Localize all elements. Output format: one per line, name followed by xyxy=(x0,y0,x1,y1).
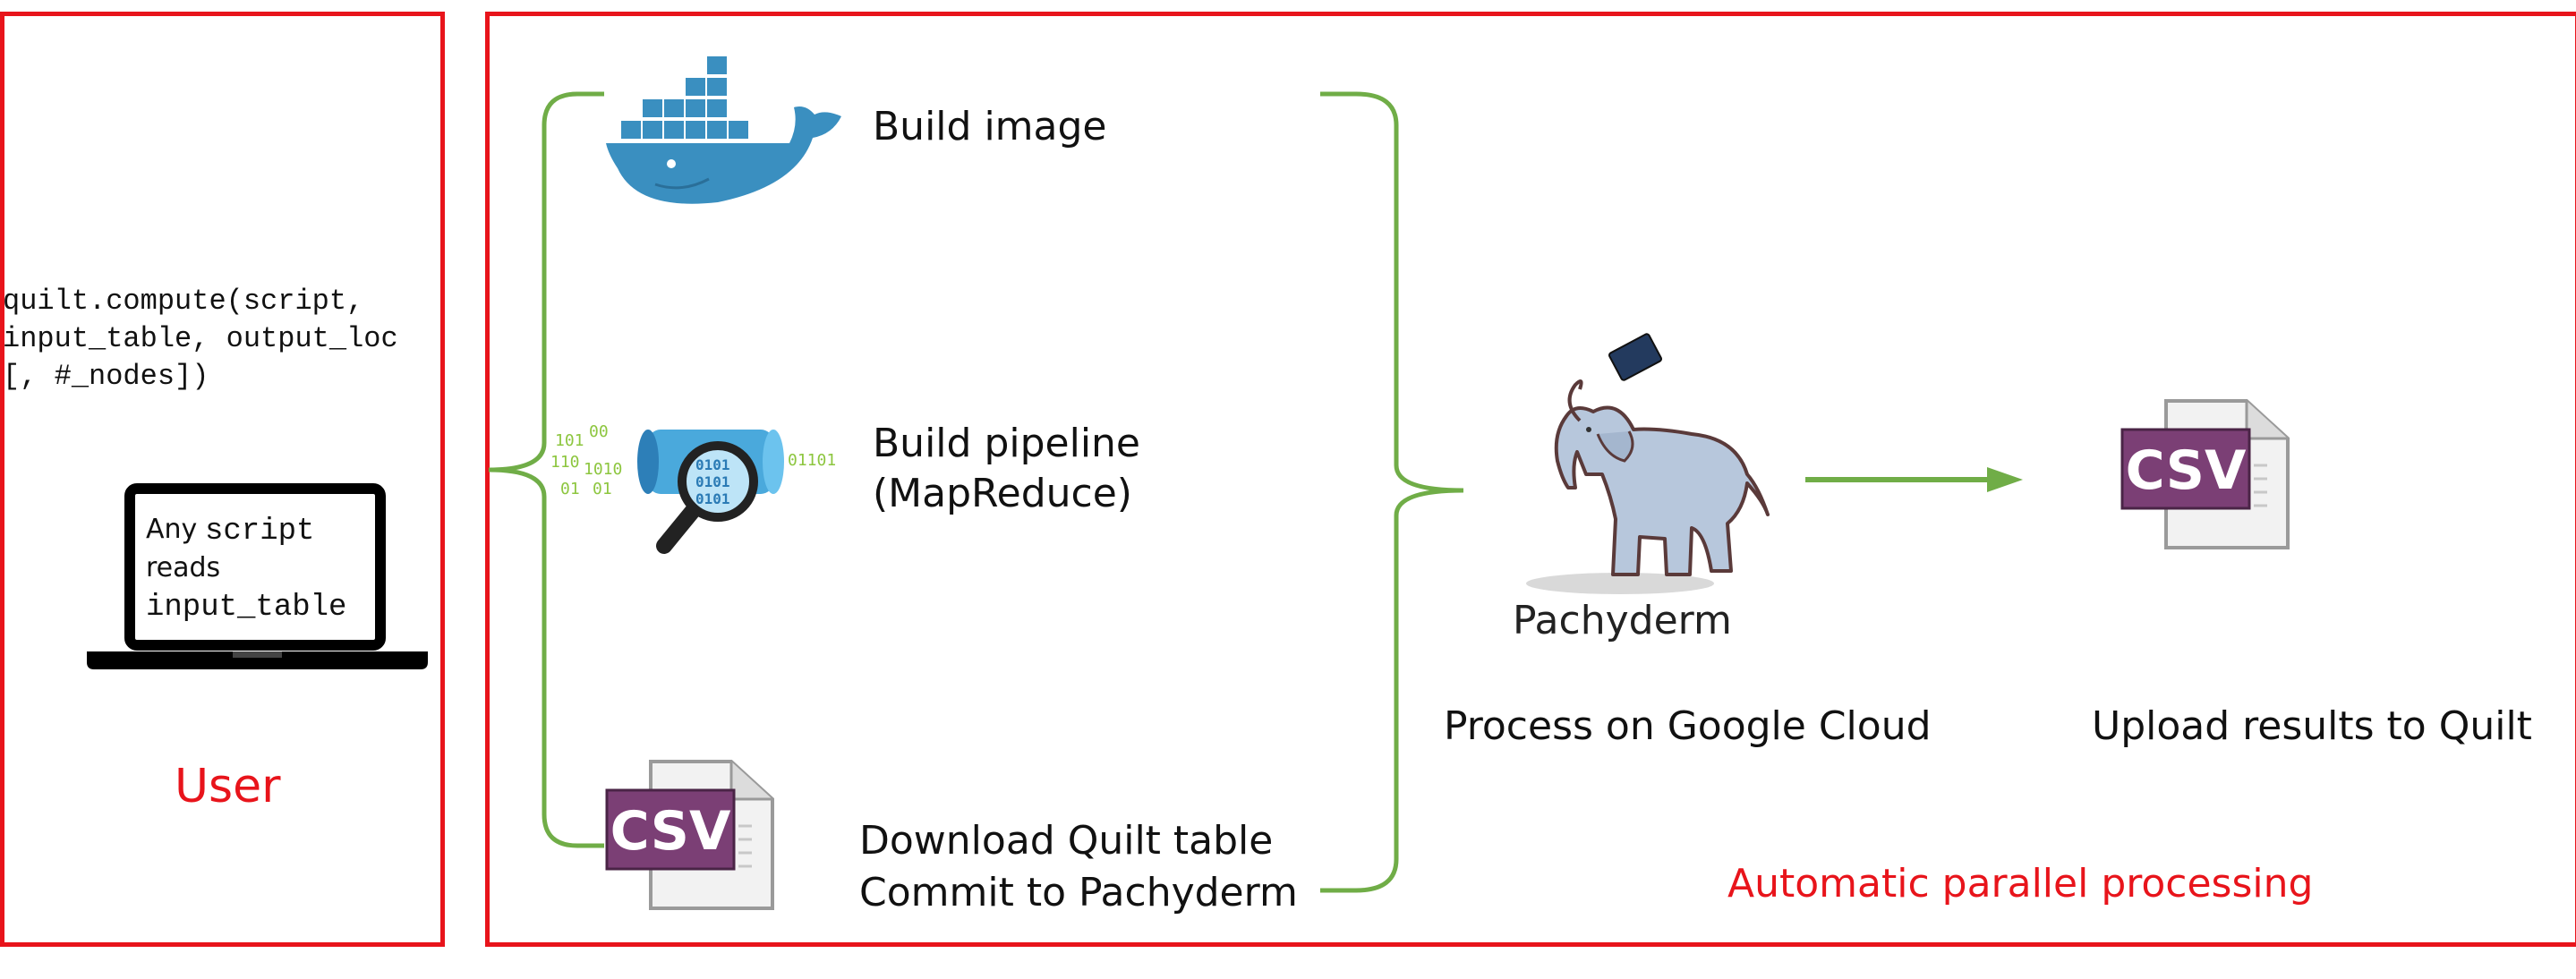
pachyderm-elephant-icon xyxy=(1526,333,1770,594)
laptop-text-input-table: input_table xyxy=(146,591,347,625)
build-pipeline-label-line2: (MapReduce) xyxy=(873,471,1132,516)
laptop-text-any: Any xyxy=(146,514,198,545)
csv-result-label: CSV xyxy=(2126,439,2247,502)
right-bracket xyxy=(1320,91,1464,893)
user-label: User xyxy=(175,760,281,813)
pipe-bit: 110 xyxy=(550,453,580,472)
pachyderm-logo-text: Pachyderm xyxy=(1513,598,1732,643)
arrow-to-quilt xyxy=(1805,467,2023,492)
footer-label: Automatic parallel processing xyxy=(1727,861,2314,907)
pipe-inner-bit: 0101 xyxy=(695,456,730,473)
left-bracket xyxy=(488,91,604,848)
code-line-2: input_table, output_loc xyxy=(3,322,398,355)
pipe-inner-bit: 0101 xyxy=(695,490,730,507)
download-label-line1: Download Quilt table xyxy=(859,818,1274,864)
pipe-bit: 1010 xyxy=(584,460,622,479)
pipe-bit: 101 xyxy=(555,431,584,450)
code-line-3: [, #_nodes]) xyxy=(3,360,209,393)
pipe-bit: 00 xyxy=(589,422,609,441)
pipe-bit: 01 xyxy=(593,480,612,498)
code-snippet: quilt.compute(script, input_table, outpu… xyxy=(3,285,441,401)
build-image-label: Build image xyxy=(873,104,1107,149)
pipe-bit: 01 xyxy=(560,480,580,498)
pipe-bit: 01101 xyxy=(788,451,836,470)
download-label-line2: Commit to Pachyderm xyxy=(859,870,1298,915)
laptop-text-reads: reads xyxy=(146,552,221,583)
pipeline-icon: 101 00 110 1010 01 01 01101 0101 0101 01… xyxy=(550,422,836,554)
laptop-icon xyxy=(87,483,428,669)
docker-icon xyxy=(606,56,841,204)
csv-file-icon: CSV xyxy=(605,760,774,910)
csv-icon-label: CSV xyxy=(610,800,731,863)
code-line-1: quilt.compute(script, xyxy=(3,285,364,318)
csv-result-icon: CSV xyxy=(2120,399,2290,549)
pipe-inner-bit: 0101 xyxy=(695,473,730,490)
upload-label: Upload results to Quilt xyxy=(2092,703,2532,749)
laptop-text-script: script xyxy=(205,515,315,549)
build-pipeline-label-line1: Build pipeline xyxy=(873,421,1140,466)
process-label: Process on Google Cloud xyxy=(1444,703,1932,749)
user-panel xyxy=(0,12,445,947)
